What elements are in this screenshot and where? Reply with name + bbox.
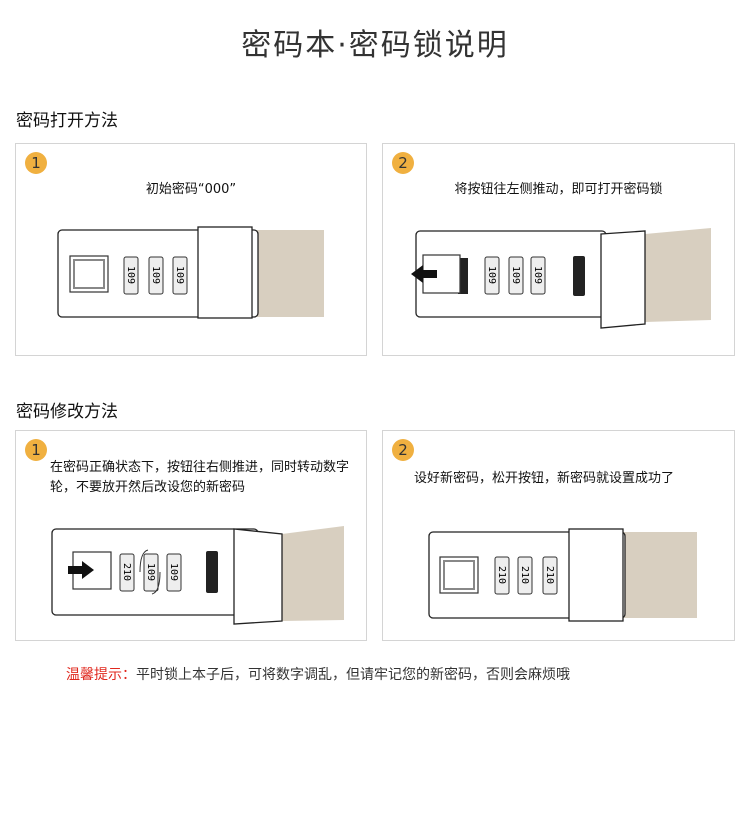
change-step-2-panel: 2 设好新密码，松开按钮，新密码就设置成功了 210 210 210	[382, 430, 735, 641]
lock-illustration: 109 109 109	[57, 226, 324, 319]
step-caption: 设好新密码，松开按钮，新密码就设置成功了	[414, 471, 675, 486]
step-caption: 初始密码“000”	[145, 182, 237, 197]
dial-digits: 109	[486, 266, 497, 284]
number-dial: 210	[517, 556, 533, 595]
number-dial: 109	[148, 256, 164, 295]
lock-cover	[233, 528, 283, 625]
step-caption: 在密码正确状态下，按钮往右侧推进，同时转动数字轮，不要放开然后改设您的新密码	[50, 460, 350, 495]
step-number-badge: 1	[25, 439, 47, 461]
step-number-badge: 2	[392, 152, 414, 174]
arrow-right-icon	[68, 561, 94, 579]
number-dial: 109	[143, 553, 159, 592]
dial-digits: 109	[174, 266, 185, 284]
number-dial: 109	[166, 553, 182, 592]
change-section-label: 密码修改方法	[16, 402, 118, 422]
lock-illustration: 109 109 109	[411, 228, 711, 329]
change-step-1-panel: 1 在密码正确状态下，按钮往右侧推进，同时转动数字轮，不要放开然后改设您的新密码…	[15, 430, 367, 641]
number-dial: 109	[484, 256, 500, 295]
lock-cover	[600, 230, 646, 329]
dial-digits: 210	[496, 566, 507, 584]
number-dial: 109	[123, 256, 139, 295]
open-section-label: 密码打开方法	[16, 111, 118, 131]
strap	[645, 228, 711, 322]
number-dial: 109	[530, 256, 546, 295]
number-dial: 210	[494, 556, 510, 595]
push-button	[439, 556, 479, 594]
dial-digits: 109	[150, 266, 161, 284]
dial-digits: 109	[532, 266, 543, 284]
open-step-1-panel: 1 初始密码“000” 109 109 109	[15, 143, 367, 356]
lock-cover	[197, 226, 253, 319]
dial-digits: 109	[510, 266, 521, 284]
strap	[282, 526, 344, 621]
button-slot	[458, 258, 468, 294]
dial-digits: 210	[121, 563, 132, 581]
slot-indicator	[206, 551, 218, 593]
dial-digits: 109	[125, 266, 136, 284]
number-dial: 109	[172, 256, 188, 295]
strap	[252, 230, 324, 317]
page-title: 密码本·密码锁说明	[241, 28, 509, 63]
number-dial: 210	[119, 553, 135, 592]
push-button	[69, 255, 109, 293]
dial-digits: 210	[544, 566, 555, 584]
slot-indicator	[573, 256, 585, 296]
number-dial: 109	[508, 256, 524, 295]
step-caption: 将按钮往左侧推动，即可打开密码锁	[454, 182, 663, 197]
step-number-badge: 1	[25, 152, 47, 174]
tip-label: 温馨提示：	[66, 667, 136, 683]
arrow-left-icon	[411, 265, 437, 283]
strap	[623, 532, 697, 618]
rotate-arrow-icon	[139, 549, 161, 595]
tip-text: 平时锁上本子后，可将数字调乱，但请牢记您的新密码，否则会麻烦哦	[136, 667, 570, 683]
push-button-inner	[443, 560, 475, 590]
lock-cover	[568, 528, 624, 622]
step-number-badge: 2	[392, 439, 414, 461]
push-button-inner	[73, 259, 105, 289]
lock-illustration: 210 210 210	[428, 528, 697, 622]
open-step-2-panel: 2 将按钮往左侧推动，即可打开密码锁 109 109 109	[382, 143, 735, 356]
tip-line: 温馨提示：平时锁上本子后，可将数字调乱，但请牢记您的新密码，否则会麻烦哦	[66, 664, 570, 684]
lock-illustration: 210 109 109	[51, 526, 344, 625]
dial-digits: 210	[519, 566, 530, 584]
dial-digits: 109	[145, 563, 156, 581]
number-dial: 210	[542, 556, 558, 595]
dial-digits: 109	[168, 563, 179, 581]
